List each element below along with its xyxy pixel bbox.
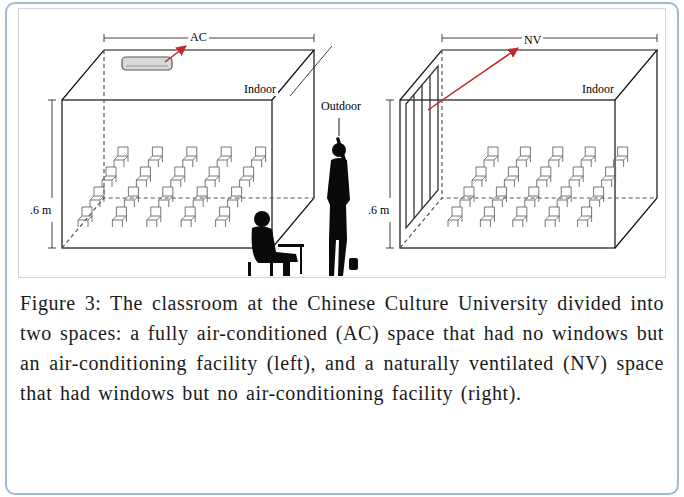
seated-person xyxy=(248,211,304,276)
chair xyxy=(525,187,539,207)
chair xyxy=(181,207,195,227)
chair xyxy=(513,207,527,227)
chair xyxy=(216,207,230,227)
standing-person xyxy=(327,137,358,276)
chair xyxy=(228,187,242,207)
chair xyxy=(448,207,462,227)
region-label: Indoor xyxy=(580,82,616,96)
chair xyxy=(516,147,530,167)
chair xyxy=(78,207,92,227)
region-label: Indoor xyxy=(242,82,278,96)
chair xyxy=(217,147,231,167)
chair xyxy=(124,187,138,207)
chair xyxy=(602,167,616,187)
chair xyxy=(581,147,595,167)
figure-caption: Figure 3: The classroom at the Chinese C… xyxy=(20,288,664,408)
nv-room xyxy=(386,34,657,248)
chair xyxy=(114,147,128,167)
chair xyxy=(492,187,506,207)
chair xyxy=(537,167,551,187)
chair xyxy=(460,187,474,207)
chair xyxy=(472,167,486,187)
chair xyxy=(205,167,219,187)
region-label: Outdoor xyxy=(319,99,363,113)
chair xyxy=(557,187,571,207)
dimension-label: .6 m xyxy=(366,203,391,217)
chair xyxy=(569,167,583,187)
chair xyxy=(102,167,116,187)
chair xyxy=(171,167,185,187)
callout-label: AC xyxy=(188,30,209,44)
chair xyxy=(545,207,559,227)
chair xyxy=(484,147,498,167)
chair xyxy=(147,207,161,227)
chair xyxy=(614,147,628,167)
chair xyxy=(193,187,207,207)
chair xyxy=(252,147,266,167)
chair xyxy=(240,167,254,187)
chair xyxy=(549,147,563,167)
window xyxy=(406,66,438,228)
chair xyxy=(136,167,150,187)
chair xyxy=(183,147,197,167)
chair xyxy=(504,167,518,187)
chair xyxy=(480,207,494,227)
chair xyxy=(590,187,604,207)
chair xyxy=(112,207,126,227)
chair xyxy=(578,207,592,227)
dimension-label: .6 m xyxy=(28,203,53,217)
callout-label: NV xyxy=(522,33,543,47)
ac-room xyxy=(48,34,332,248)
chair xyxy=(90,187,104,207)
chair xyxy=(159,187,173,207)
chair xyxy=(148,147,162,167)
